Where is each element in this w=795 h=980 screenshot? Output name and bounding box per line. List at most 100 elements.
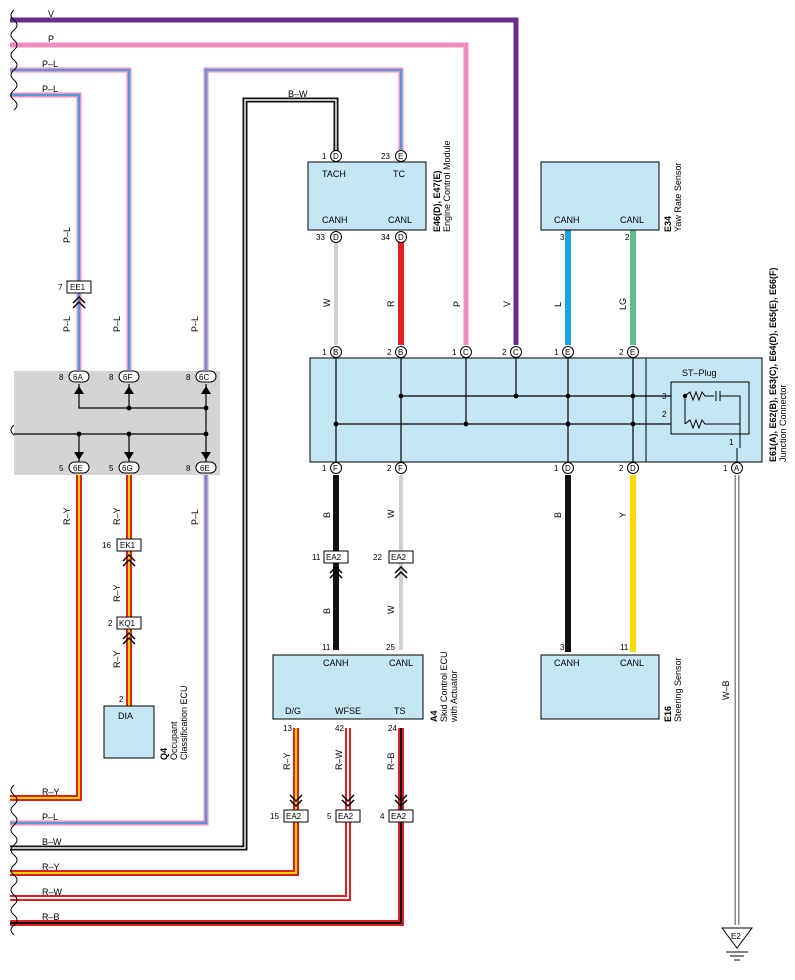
conn-ea2-b-pin: 11 (312, 553, 321, 562)
ecm-conn-canl: D (398, 233, 404, 242)
jc-top-conn-4: E (565, 348, 570, 357)
label-l-v: L (553, 302, 563, 307)
jb-top-num-2: 8 (186, 373, 191, 382)
skid-name: Skid Control ECU (439, 651, 449, 722)
jc-name: Junction Connector (778, 384, 788, 462)
label-rb-skid: R–B (386, 752, 396, 770)
skid-ecu-box: CANH CANL D/G WFSE TS A4 Skid Control EC… (272, 651, 459, 723)
jc-bot-conn-1: F (398, 464, 403, 473)
skid-pin-canl: CANL (389, 658, 413, 668)
steer-pin-canl: CANL (620, 658, 644, 668)
steer-num-canh: 3 (560, 643, 565, 652)
jc-top-num-2: 1 (452, 348, 457, 357)
label-pl-1: P–L (42, 59, 58, 69)
conn-ea2-w-name: EA2 (391, 553, 407, 562)
skid-num-wfse: 42 (335, 724, 344, 733)
label-pl-low: P–L (190, 509, 200, 525)
conn-ee1-name: EE1 (70, 283, 86, 292)
jb-bot-num-1: 5 (109, 464, 114, 473)
label-ry-bottom1: R–Y (42, 787, 60, 797)
jc-bot-conn-2: D (565, 464, 571, 473)
label-pl-v2: P–L (62, 316, 72, 332)
label-ry-a: R–Y (62, 507, 72, 525)
jc-top-conn-2: C (463, 348, 469, 357)
conn-kq1-name: KQ1 (119, 619, 136, 628)
wire-pl-lower (10, 470, 209, 826)
jc-top-conn-1: B (398, 348, 403, 357)
label-ry-c: R–Y (112, 584, 122, 602)
label-y-steer: Y (618, 512, 628, 518)
label-pl-v3: P–L (112, 316, 122, 332)
yaw-name: Yaw Rate Sensor (673, 163, 683, 232)
jc-bot-num-4: 1 (723, 464, 728, 473)
yaw-code: E34 (663, 216, 673, 232)
conn-ea2-rb-name: EA2 (391, 812, 407, 821)
conn-ea2-rw-pin: 5 (327, 812, 332, 821)
skid-name2: with Actuator (449, 670, 459, 723)
ecm-num-canl: 34 (381, 233, 390, 242)
ecm-pin-canl: CANL (388, 215, 412, 225)
yaw-sensor-box: CANH CANL E34 Yaw Rate Sensor (540, 161, 683, 232)
jb-top-conn-0: 6A (73, 373, 83, 382)
label-rw-skid: R–W (334, 749, 344, 770)
ecm-pin-canh: CANH (322, 215, 348, 225)
jc-top-num-4: 1 (554, 348, 559, 357)
ecm-pin-tach: TACH (322, 169, 346, 179)
wire-pl-ecm-tc (203, 67, 404, 370)
yaw-num-canh: 3 (560, 233, 565, 242)
skid-num-dg: 13 (283, 724, 292, 733)
jc-bot-num-3: 2 (619, 464, 624, 473)
jc-top-num-1: 2 (387, 348, 392, 357)
ecm-code: E46(D), E47(E) (432, 170, 442, 232)
st-plug-pin1: 1 (729, 438, 734, 447)
conn-kq1-pin: 2 (108, 619, 113, 628)
jc-top-conn-0: B (333, 348, 338, 357)
label-pl-v4: P–L (190, 316, 200, 332)
steering-sensor-box: CANH CANL E16 Steering Sensor (540, 654, 683, 722)
skid-num-canh: 11 (322, 643, 331, 652)
ecm-conn-tc: E (398, 152, 403, 161)
label-ry-d: R–Y (112, 650, 122, 668)
wire-rb-skid (10, 728, 404, 926)
jc-top-conn-5: E (630, 348, 635, 357)
jb-bot-conn-1: 6G (122, 464, 133, 473)
ecm-num-tc: 23 (381, 152, 390, 161)
inline-connectors: EE1 7 EK1 16 KQ1 2 EA2 11 EA2 22 EA2 15 … (58, 280, 414, 823)
skid-pin-canh: CANH (323, 658, 349, 668)
jc-bot-conn-0: F (333, 464, 338, 473)
conn-ea2-ry-pin: 15 (270, 812, 279, 821)
label-bw-top: B–W (288, 89, 308, 99)
conn-ea2-rw-name: EA2 (338, 812, 354, 821)
label-v: V (48, 9, 54, 19)
junction-connector-box: ST–Plug 3 2 1 E61(A), E62(B), E63(C), E6… (309, 267, 788, 463)
occ-name2: Classification ECU (179, 685, 189, 760)
wire-pl-1 (10, 67, 132, 370)
label-rb-bottom: R–B (42, 912, 60, 922)
ecm-num-canh: 33 (316, 233, 325, 242)
jc-top-conn-3: C (513, 348, 519, 357)
wire-bw (10, 97, 339, 851)
skid-pin-wfse: WFSE (335, 706, 361, 716)
jb-top-conn-1: 6F (123, 373, 132, 382)
label-w-jc: W (386, 509, 396, 518)
steer-name: Steering Sensor (673, 657, 683, 722)
occ-pin-num: 2 (119, 695, 124, 704)
ground-label: E2 (731, 932, 741, 941)
jc-top-num-3: 2 (502, 348, 507, 357)
conn-ea2-w-pin: 22 (373, 553, 382, 562)
label-wb: W–B (721, 680, 731, 700)
skid-code: A4 (429, 710, 439, 722)
wire-rw-skid (10, 728, 351, 901)
jb-bot-conn-0: 6E (73, 464, 83, 473)
yaw-pin-canl: CANL (620, 215, 644, 225)
jc-code: E61(A), E62(B), E63(C), E64(D), E65(E), … (768, 267, 778, 462)
pin-badges: D 1 E 23 D 33 D 34 3 2 B 1 B 2 C 1 C 2 E… (59, 150, 743, 733)
jb-bot-num-0: 5 (59, 464, 64, 473)
label-pl-v1: P–L (62, 227, 72, 243)
label-p: P (48, 34, 54, 44)
label-lg-v: LG (618, 298, 628, 310)
conn-ea2-rb-pin: 4 (380, 812, 385, 821)
skid-num-canl: 25 (386, 643, 395, 652)
wire-ry-6e (10, 475, 82, 801)
